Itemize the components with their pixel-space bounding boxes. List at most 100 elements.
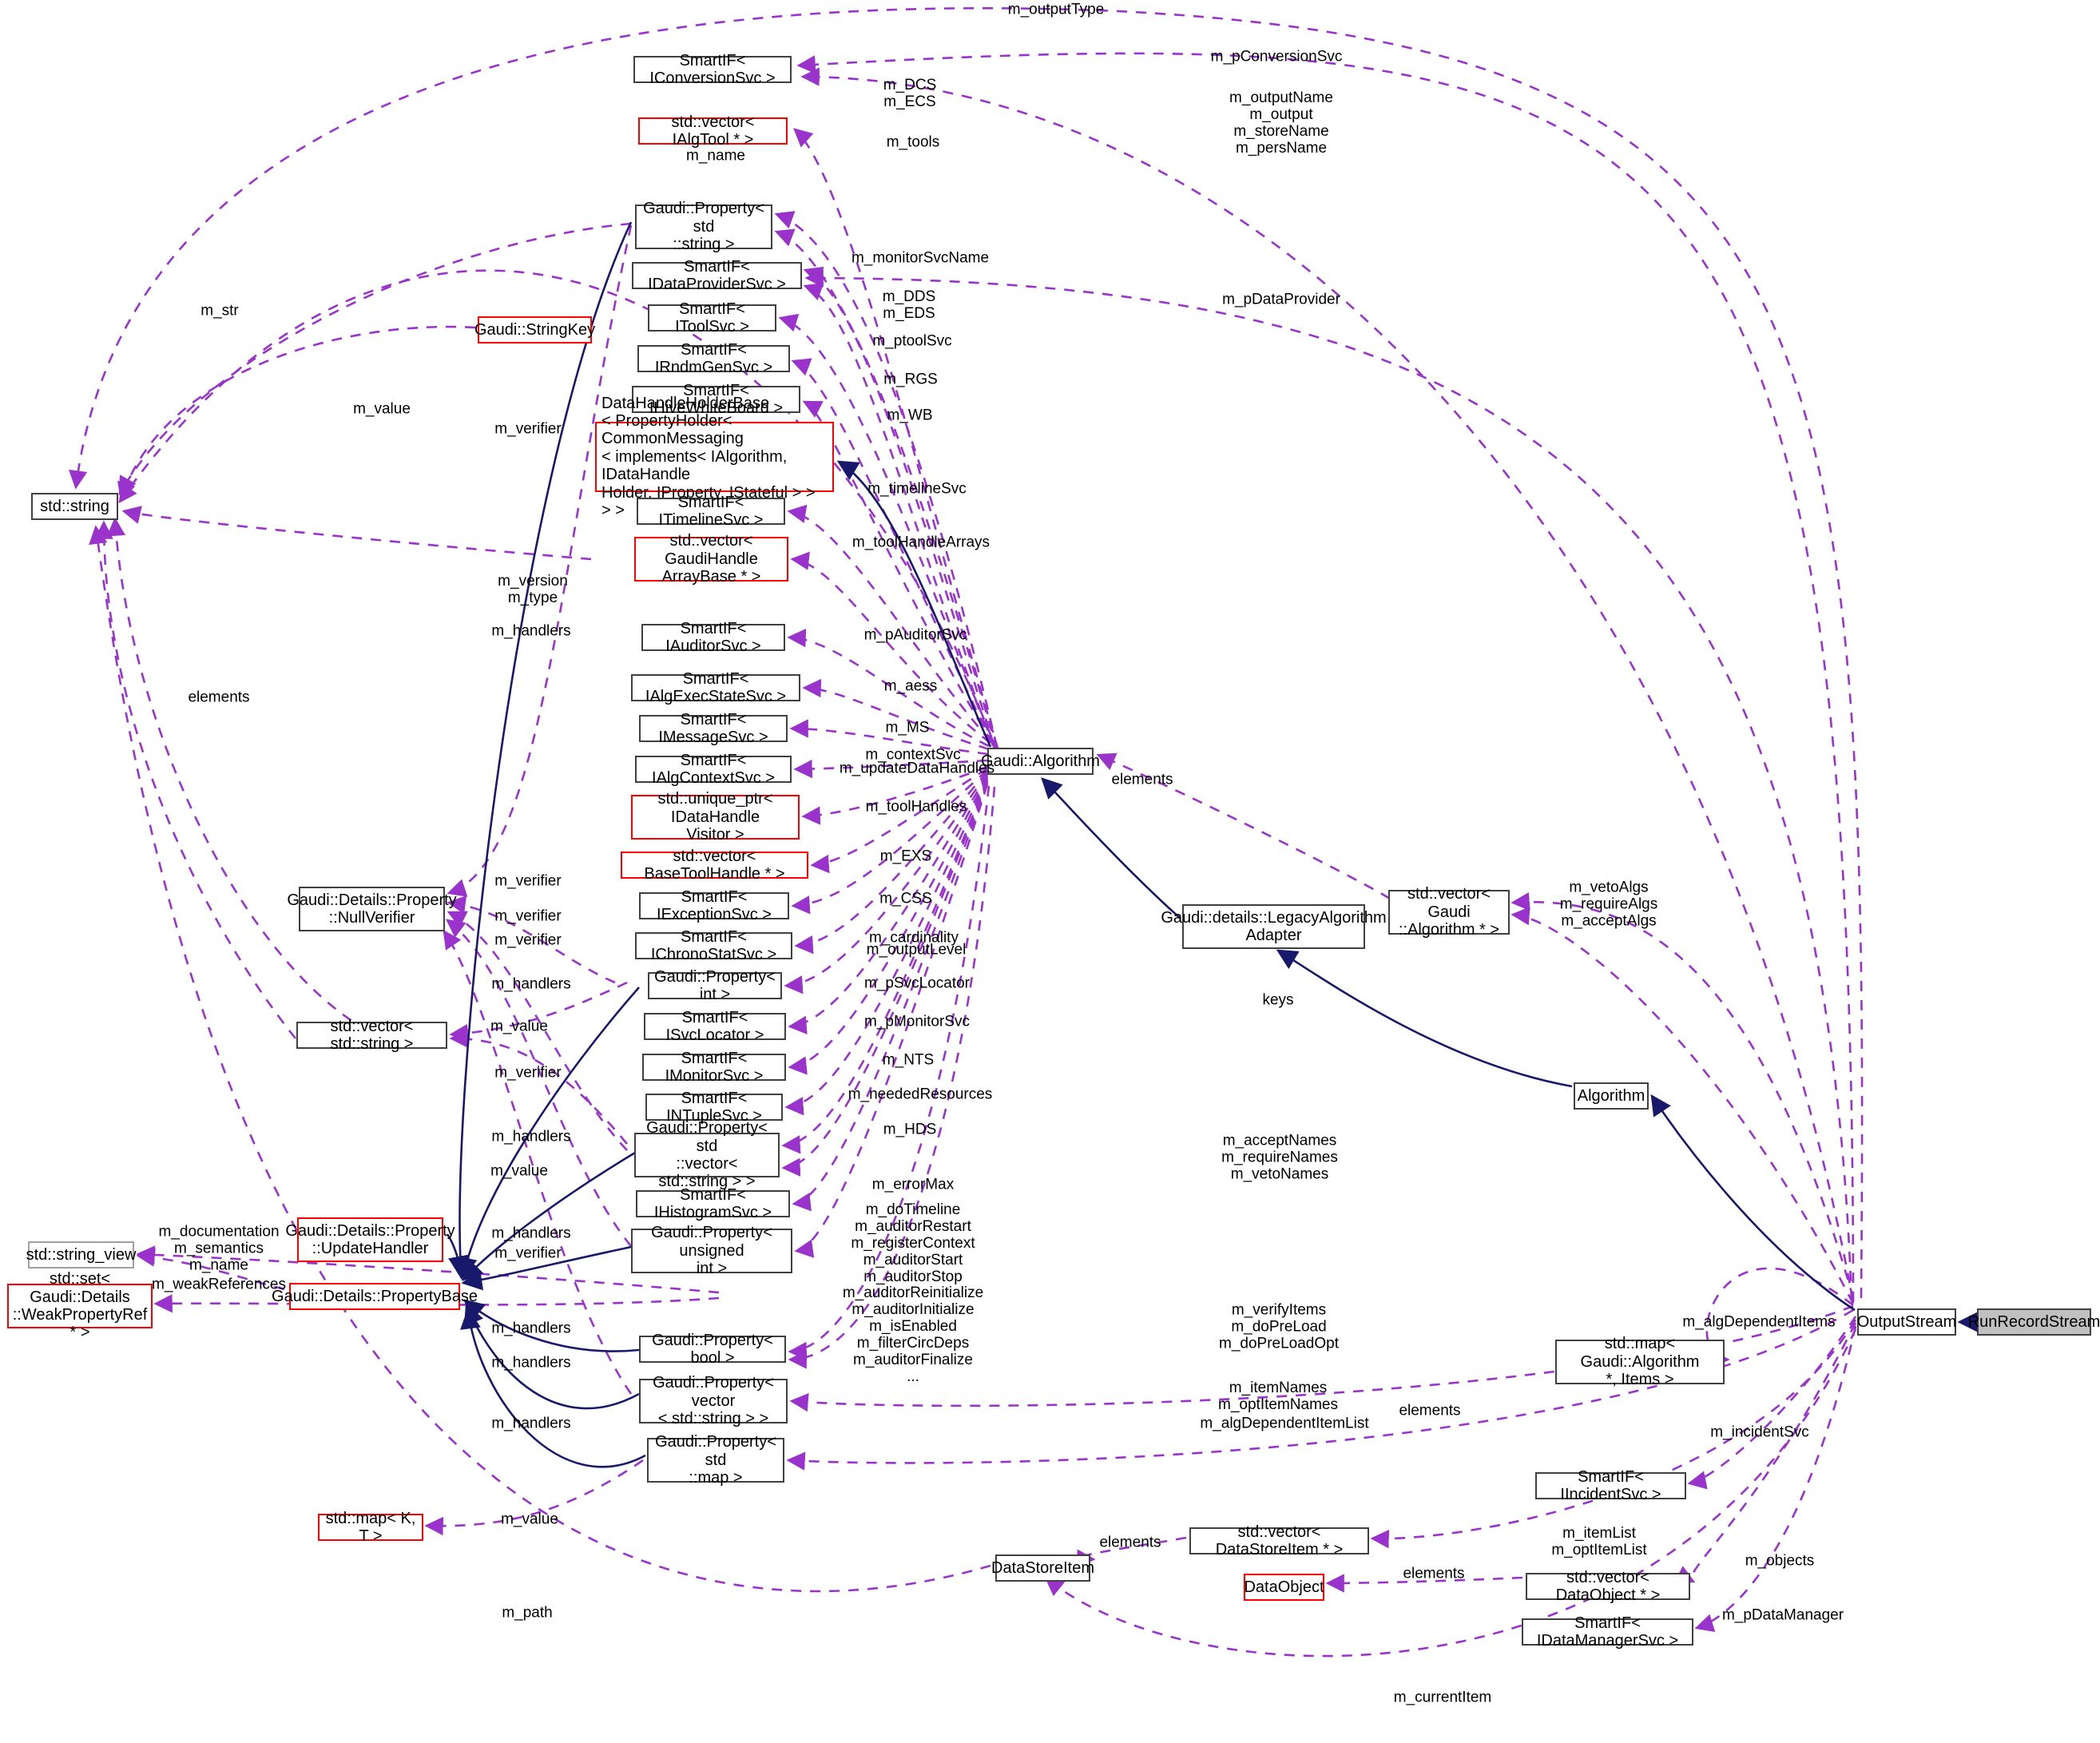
class-node-label: std::string_view [26, 1245, 137, 1264]
class-node-smartif_imessagesvc[interactable]: SmartIF< IMessageSvc > [639, 711, 788, 746]
class-node-set_weakpropertyref[interactable]: std::set< Gaudi::Details ::WeakPropertyR… [7, 1270, 153, 1341]
edge-label-lbl_m_doTimeline_group: m_doTimeline m_auditorRestart m_register… [842, 1201, 984, 1386]
class-node-smartif_idatamanagersvc[interactable]: SmartIF< IDataManagerSvc > [1522, 1614, 1693, 1650]
class-node-gaudi_stringkey[interactable]: Gaudi::StringKey [474, 316, 595, 343]
class-node-smartif_iauditorsvc[interactable]: SmartIF< IAuditorSvc > [641, 620, 785, 655]
class-node-label: Gaudi::StringKey [474, 320, 596, 339]
class-node-smartif_itimelinesvc[interactable]: SmartIF< ITimelineSvc > [637, 494, 785, 529]
class-node-vector_gaudi_algorithm[interactable]: std::vector< Gaudi ::Algorithm * > [1388, 885, 1510, 939]
class-node-label: Gaudi::Property< vector < std::string > … [653, 1374, 774, 1428]
class-node-property_bool[interactable]: Gaudi::Property< bool > [639, 1332, 786, 1367]
class-node-nullverifier[interactable]: Gaudi::Details::Property ::NullVerifier [287, 887, 457, 931]
edge-label-lbl_m_DCS_ECS: m_DCS m_ECS [883, 77, 937, 110]
edge-label-lbl_m_verifier_3: m_verifier [494, 931, 562, 949]
class-node-label: Gaudi::Algorithm [981, 752, 1100, 770]
edge-label-lbl_m_WB: m_WB [887, 407, 933, 424]
class-node-smartif_imonitorsvc[interactable]: SmartIF< IMonitorSvc > [642, 1050, 786, 1085]
class-node-smartif_iconversionsvc[interactable]: SmartIF< IConversionSvc > [633, 52, 792, 87]
edge-label-lbl_m_outputType: m_outputType [1007, 1, 1105, 18]
edge-label-lbl_m_pConversionSvc: m_pConversionSvc [1210, 48, 1343, 66]
edge-label-lbl_m_errorMax: m_errorMax [871, 1176, 955, 1193]
class-node-smartif_intuplesvc[interactable]: SmartIF< INTupleSvc > [645, 1090, 783, 1125]
class-node-std_string[interactable]: std::string [31, 493, 118, 520]
class-node-property_std_string[interactable]: Gaudi::Property< std ::string > [635, 200, 772, 253]
edge-label-lbl_m_algDependentItems: m_algDependentItems [1682, 1313, 1836, 1331]
class-node-string_view[interactable]: std::string_view [26, 1241, 137, 1269]
class-node-runrecordstream[interactable]: RunRecordStream [1968, 1308, 2100, 1336]
class-node-label: std::vector< GaudiHandle ArrayBase * > [661, 532, 761, 586]
class-node-vector_dataobject[interactable]: std::vector< DataObject * > [1526, 1569, 1690, 1604]
edge-label-lbl_m_handlers_4: m_handlers [491, 1320, 571, 1337]
class-node-smartif_idataprovidersvc[interactable]: SmartIF< IDataProviderSvc > [632, 258, 802, 293]
edge-label-lbl_m_handlers_3: m_handlers [491, 1225, 571, 1242]
class-node-label: OutputStream [1856, 1312, 1957, 1331]
class-node-property_int[interactable]: Gaudi::Property< int > [648, 968, 782, 1003]
class-node-vector_ialgtool[interactable]: std::vector< IAlgTool * > [638, 113, 788, 149]
edge-label-lbl_m_DDS_EDS: m_DDS m_EDS [882, 288, 936, 322]
edge-label-lbl_m_handlers_6: m_handlers [491, 1415, 571, 1432]
edge-label-lbl_m_documentation_group: m_documentation m_semantics m_name [158, 1223, 280, 1274]
class-node-legacyalgorithmadapter[interactable]: Gaudi::details::LegacyAlgorithm Adapter [1161, 904, 1387, 949]
class-node-label: SmartIF< IIncidentSvc > [1560, 1467, 1661, 1503]
class-node-vector_std_string[interactable]: std::vector< std::string > [296, 1018, 447, 1053]
class-node-label: SmartIF< IDataProviderSvc > [648, 257, 786, 293]
class-node-vector_gaudihandlearraybase[interactable]: std::vector< GaudiHandle ArrayBase * > [634, 532, 788, 586]
edge-label-lbl_m_verifier_1: m_verifier [494, 872, 562, 890]
class-node-smartif_iexceptionsvc[interactable]: SmartIF< IExceptionSvc > [639, 888, 789, 923]
edge-label-lbl_elements_left: elements [188, 689, 250, 706]
class-node-property_vector_stdstring[interactable]: Gaudi::Property< std ::vector< std::stri… [634, 1119, 780, 1190]
class-node-smartif_irndmgensvc[interactable]: SmartIF< IRndmGenSvc > [637, 341, 790, 376]
class-node-smartif_ihistogramsvc[interactable]: SmartIF< IHistogramSvc > [636, 1186, 790, 1221]
edge-label-lbl_m_CSS: m_CSS [879, 890, 932, 907]
edge-label-lbl_m_HDS: m_HDS [883, 1121, 937, 1138]
class-node-property_std_map[interactable]: Gaudi::Property< std ::map > [647, 1433, 784, 1487]
edge-label-lbl_elements_dsi: elements [1099, 1534, 1161, 1551]
edge-label-lbl_m_tools: m_tools [886, 133, 940, 151]
class-node-gaudi_algorithm[interactable]: Gaudi::Algorithm [981, 748, 1100, 775]
class-node-datahandleholderbase[interactable]: DataHandleHolderBase < PropertyHolder< C… [595, 395, 834, 519]
class-node-vector_basetoolhandle[interactable]: std::vector< BaseToolHandle * > [621, 848, 808, 883]
class-node-updatehandler[interactable]: Gaudi::Details::Property ::UpdateHandler [285, 1217, 455, 1262]
class-node-smartif_ialgexecstatesvc[interactable]: SmartIF< IAlgExecStateSvc > [631, 670, 800, 705]
class-node-datastoreitem[interactable]: DataStoreItem [991, 1554, 1094, 1582]
class-node-label: std::vector< DataStoreItem * > [1215, 1523, 1344, 1558]
class-node-label: Gaudi::Details::Property ::UpdateHandler [285, 1221, 455, 1257]
edge-label-lbl_m_path: m_path [502, 1604, 553, 1622]
class-node-uniqueptr_idatahandlevisitor[interactable]: std::unique_ptr< IDataHandle Visitor > [631, 790, 800, 844]
edge-label-lbl_m_pDataManager: m_pDataManager [1721, 1606, 1844, 1624]
class-node-label: SmartIF< IAlgExecStateSvc > [645, 669, 787, 705]
class-node-dataobject[interactable]: DataObject [1244, 1574, 1324, 1601]
class-node-algorithm[interactable]: Algorithm [1574, 1082, 1649, 1110]
class-node-vector_datastoreitem[interactable]: std::vector< DataStoreItem * > [1189, 1523, 1369, 1558]
class-node-outputstream[interactable]: OutputStream [1857, 1308, 1956, 1336]
class-node-label: Gaudi::Property< std ::string > [643, 200, 764, 254]
class-node-smartif_ialgcontextsvc[interactable]: SmartIF< IAlgContextSvc > [635, 752, 792, 787]
edge-label-lbl_m_currentItem: m_currentItem [1393, 1689, 1492, 1706]
edge-label-lbl_m_handlers_1: m_handlers [491, 975, 571, 993]
class-node-label: Gaudi::Details::PropertyBase [272, 1287, 478, 1305]
class-node-label: SmartIF< IMessageSvc > [658, 710, 768, 746]
edge-label-lbl_m_MS: m_MS [885, 719, 930, 737]
class-node-property_vector_string2[interactable]: Gaudi::Property< vector < std::string > … [639, 1374, 788, 1427]
class-node-smartif_isvclocator[interactable]: SmartIF< ISvcLocator > [644, 1009, 786, 1044]
class-node-smartif_itoolsvc[interactable]: SmartIF< IToolSvc > [648, 300, 776, 335]
class-node-smartif_iincidentsvc[interactable]: SmartIF< IIncidentSvc > [1535, 1468, 1686, 1503]
edge-label-lbl_m_verifier_5: m_verifier [494, 1245, 562, 1262]
class-node-map_gaudialgorithm_items[interactable]: std::map< Gaudi::Algorithm *, Items > [1555, 1335, 1725, 1388]
class-node-map_k_t[interactable]: std::map< K, T > [318, 1510, 423, 1545]
class-node-label: std::vector< Gaudi ::Algorithm * > [1398, 885, 1500, 939]
edge-label-lbl_m_vetoAlgs_group: m_vetoAlgs m_requireAlgs m_acceptAlgs [1559, 879, 1658, 930]
class-node-label: std::vector< std::string > [330, 1017, 414, 1053]
class-node-label: SmartIF< IMonitorSvc > [665, 1049, 764, 1085]
class-node-label: Gaudi::Property< unsigned int > [651, 1224, 772, 1278]
class-node-label: std::unique_ptr< IDataHandle Visitor > [657, 790, 773, 844]
class-node-label: SmartIF< IConversionSvc > [649, 51, 776, 87]
class-node-propertybase[interactable]: Gaudi::Details::PropertyBase [272, 1283, 478, 1310]
class-node-smartif_ichronostatsvc[interactable]: SmartIF< IChronoStatSvc > [635, 928, 792, 963]
edge-label-lbl_m_EXS: m_EXS [879, 848, 932, 865]
class-node-property_unsigned_int[interactable]: Gaudi::Property< unsigned int > [631, 1224, 792, 1277]
edge-label-lbl_elements_algo: elements [1111, 771, 1173, 788]
edge-label-lbl_elements_do: elements [1403, 1565, 1465, 1582]
edge-label-lbl_m_outputName_group: m_outputName m_output m_storeName m_pers… [1229, 89, 1333, 157]
